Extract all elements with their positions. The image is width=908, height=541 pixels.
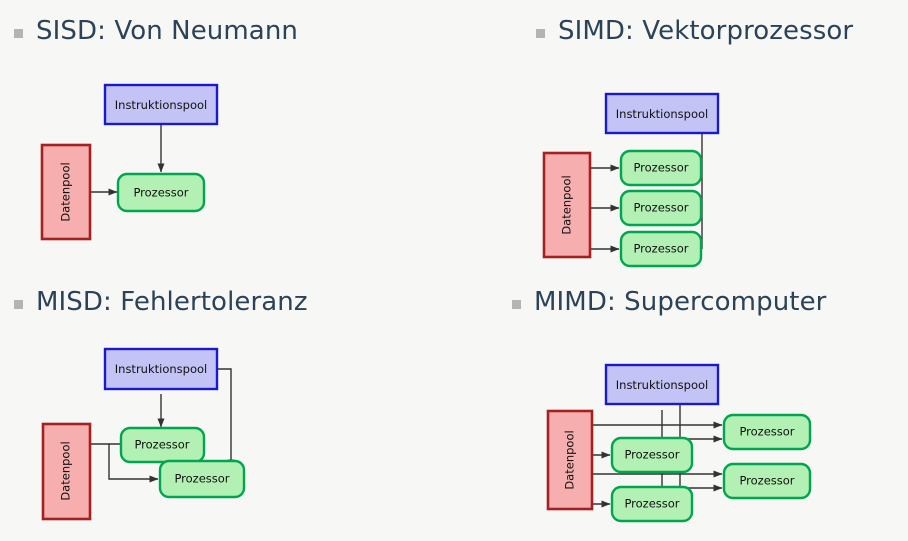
box-data-pool: Datenpool xyxy=(542,151,592,259)
bullet-square-icon xyxy=(14,28,23,38)
box-right-processor-1-label: Prozessor xyxy=(739,425,794,439)
diagram-misd: Instruktionspool Datenpool Prozessor Pro… xyxy=(41,347,246,521)
box-data-pool: Datenpool xyxy=(41,422,92,521)
box-right-processor-1: Prozessor xyxy=(722,413,812,451)
box-data-pool-label: Datenpool xyxy=(560,175,574,234)
box-data-pool: Datenpool xyxy=(40,143,92,241)
heading-simd-label: SIMD: Vektorprozessor xyxy=(558,16,854,46)
box-processor-3-label: Prozessor xyxy=(633,242,688,256)
quadrant-mimd: MIMD: Supercomputer Instruktionspool Dat… xyxy=(454,271,908,541)
heading-misd: MISD: Fehlertoleranz xyxy=(14,287,308,317)
box-instruction-pool-label: Instruktionspool xyxy=(115,98,207,112)
box-processor-1-label: Prozessor xyxy=(134,438,189,452)
heading-sisd-label: SISD: Von Neumann xyxy=(36,16,298,46)
box-instruction-pool: Instruktionspool xyxy=(103,83,219,126)
box-left-processor-1: Prozessor xyxy=(610,436,694,474)
box-data-pool: Datenpool xyxy=(546,409,594,511)
box-processor-2: Prozessor xyxy=(619,189,703,227)
box-right-processor-2-label: Prozessor xyxy=(739,474,794,488)
box-processor-1-label: Prozessor xyxy=(633,161,688,175)
heading-mimd-label: MIMD: Supercomputer xyxy=(534,287,827,317)
quadrant-misd: MISD: Fehlertoleranz Instruktionspool Da… xyxy=(0,271,454,541)
box-instruction-pool: Instruktionspool xyxy=(103,347,219,391)
box-instruction-pool-label: Instruktionspool xyxy=(616,378,708,392)
heading-mimd: MIMD: Supercomputer xyxy=(512,287,826,317)
box-instruction-pool: Instruktionspool xyxy=(604,92,720,135)
box-processor-1: Prozessor xyxy=(619,149,703,187)
box-instruction-pool: Instruktionspool xyxy=(604,363,720,406)
connector-data-to-processor-2 xyxy=(90,443,159,483)
heading-simd: SIMD: Vektorprozessor xyxy=(536,16,853,46)
box-processor-1: Prozessor xyxy=(116,172,206,213)
box-instruction-pool-label: Instruktionspool xyxy=(115,362,207,376)
box-processor-1: Prozessor xyxy=(119,426,206,464)
box-left-processor-2: Prozessor xyxy=(610,485,694,523)
quadrant-sisd: SISD: Von Neumann Instruktionspool Daten… xyxy=(0,0,454,270)
box-processor-2-label: Prozessor xyxy=(174,472,229,486)
quadrant-simd: SIMD: Vektorprozessor Instruktionspool D… xyxy=(454,0,908,270)
box-processor-2-label: Prozessor xyxy=(633,201,688,215)
box-processor-2: Prozessor xyxy=(158,459,246,499)
box-right-processor-2: Prozessor xyxy=(722,462,812,500)
heading-misd-label: MISD: Fehlertoleranz xyxy=(36,287,308,317)
box-left-processor-1-label: Prozessor xyxy=(624,448,679,462)
box-data-pool-label: Datenpool xyxy=(563,430,577,489)
bullet-square-icon xyxy=(512,299,521,309)
box-instruction-pool-label: Instruktionspool xyxy=(616,107,708,121)
diagram-mimd: Instruktionspool Datenpool Prozessor Pro… xyxy=(546,363,812,523)
box-processor-3: Prozessor xyxy=(619,230,703,268)
box-data-pool-label: Datenpool xyxy=(59,162,73,221)
connector-instruction-bus xyxy=(655,124,703,249)
box-left-processor-2-label: Prozessor xyxy=(624,497,679,511)
box-processor-1-label: Prozessor xyxy=(133,186,188,200)
box-data-pool-label: Datenpool xyxy=(59,441,73,500)
diagram-sisd: Instruktionspool Datenpool Prozessor xyxy=(40,83,219,241)
bullet-square-icon xyxy=(536,28,545,38)
diagram-simd: Instruktionspool Datenpool Prozessor Pro… xyxy=(542,92,720,268)
heading-sisd: SISD: Von Neumann xyxy=(14,16,298,46)
bullet-square-icon xyxy=(14,299,23,309)
